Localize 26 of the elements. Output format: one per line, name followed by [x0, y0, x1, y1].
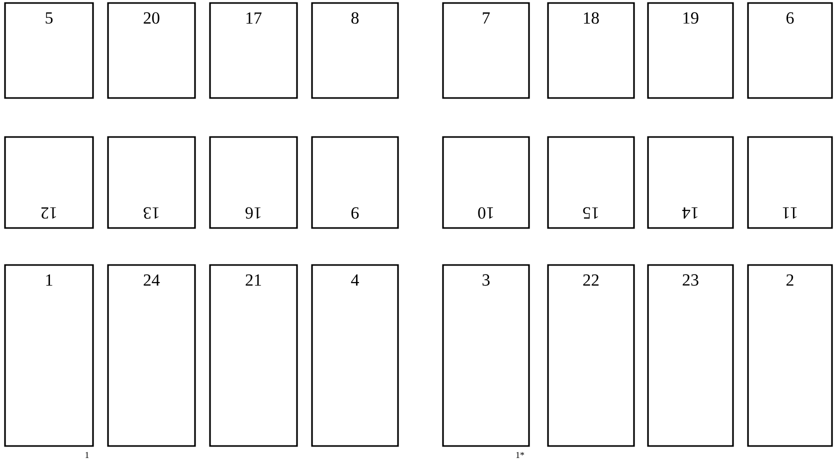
page-box: 11: [747, 136, 833, 229]
page-box: 10: [442, 136, 530, 229]
page-box: 17: [209, 2, 298, 99]
page-box: 8: [311, 2, 399, 99]
signature-mark: 1: [86, 452, 89, 458]
page-box: 20: [107, 2, 196, 99]
page-box: 23: [647, 264, 734, 447]
page-box: 14: [647, 136, 734, 229]
page-box: 16: [209, 136, 298, 229]
page-box: 5: [4, 2, 94, 99]
page-box: 22: [547, 264, 635, 447]
page-box: 13: [107, 136, 196, 229]
page-box: 2: [747, 264, 833, 447]
page-box: 9: [311, 136, 399, 229]
page-box: 21: [209, 264, 298, 447]
page-box: 18: [547, 2, 635, 99]
page-box: 19: [647, 2, 734, 99]
page-box: 7: [442, 2, 530, 99]
page-box: 6: [747, 2, 833, 99]
signature-mark: 1*: [516, 452, 524, 458]
page-box: 1: [4, 264, 94, 447]
page-box: 24: [107, 264, 196, 447]
page-box: 3: [442, 264, 530, 447]
page-box: 12: [4, 136, 94, 229]
page-box: 15: [547, 136, 635, 229]
page-box: 4: [311, 264, 399, 447]
